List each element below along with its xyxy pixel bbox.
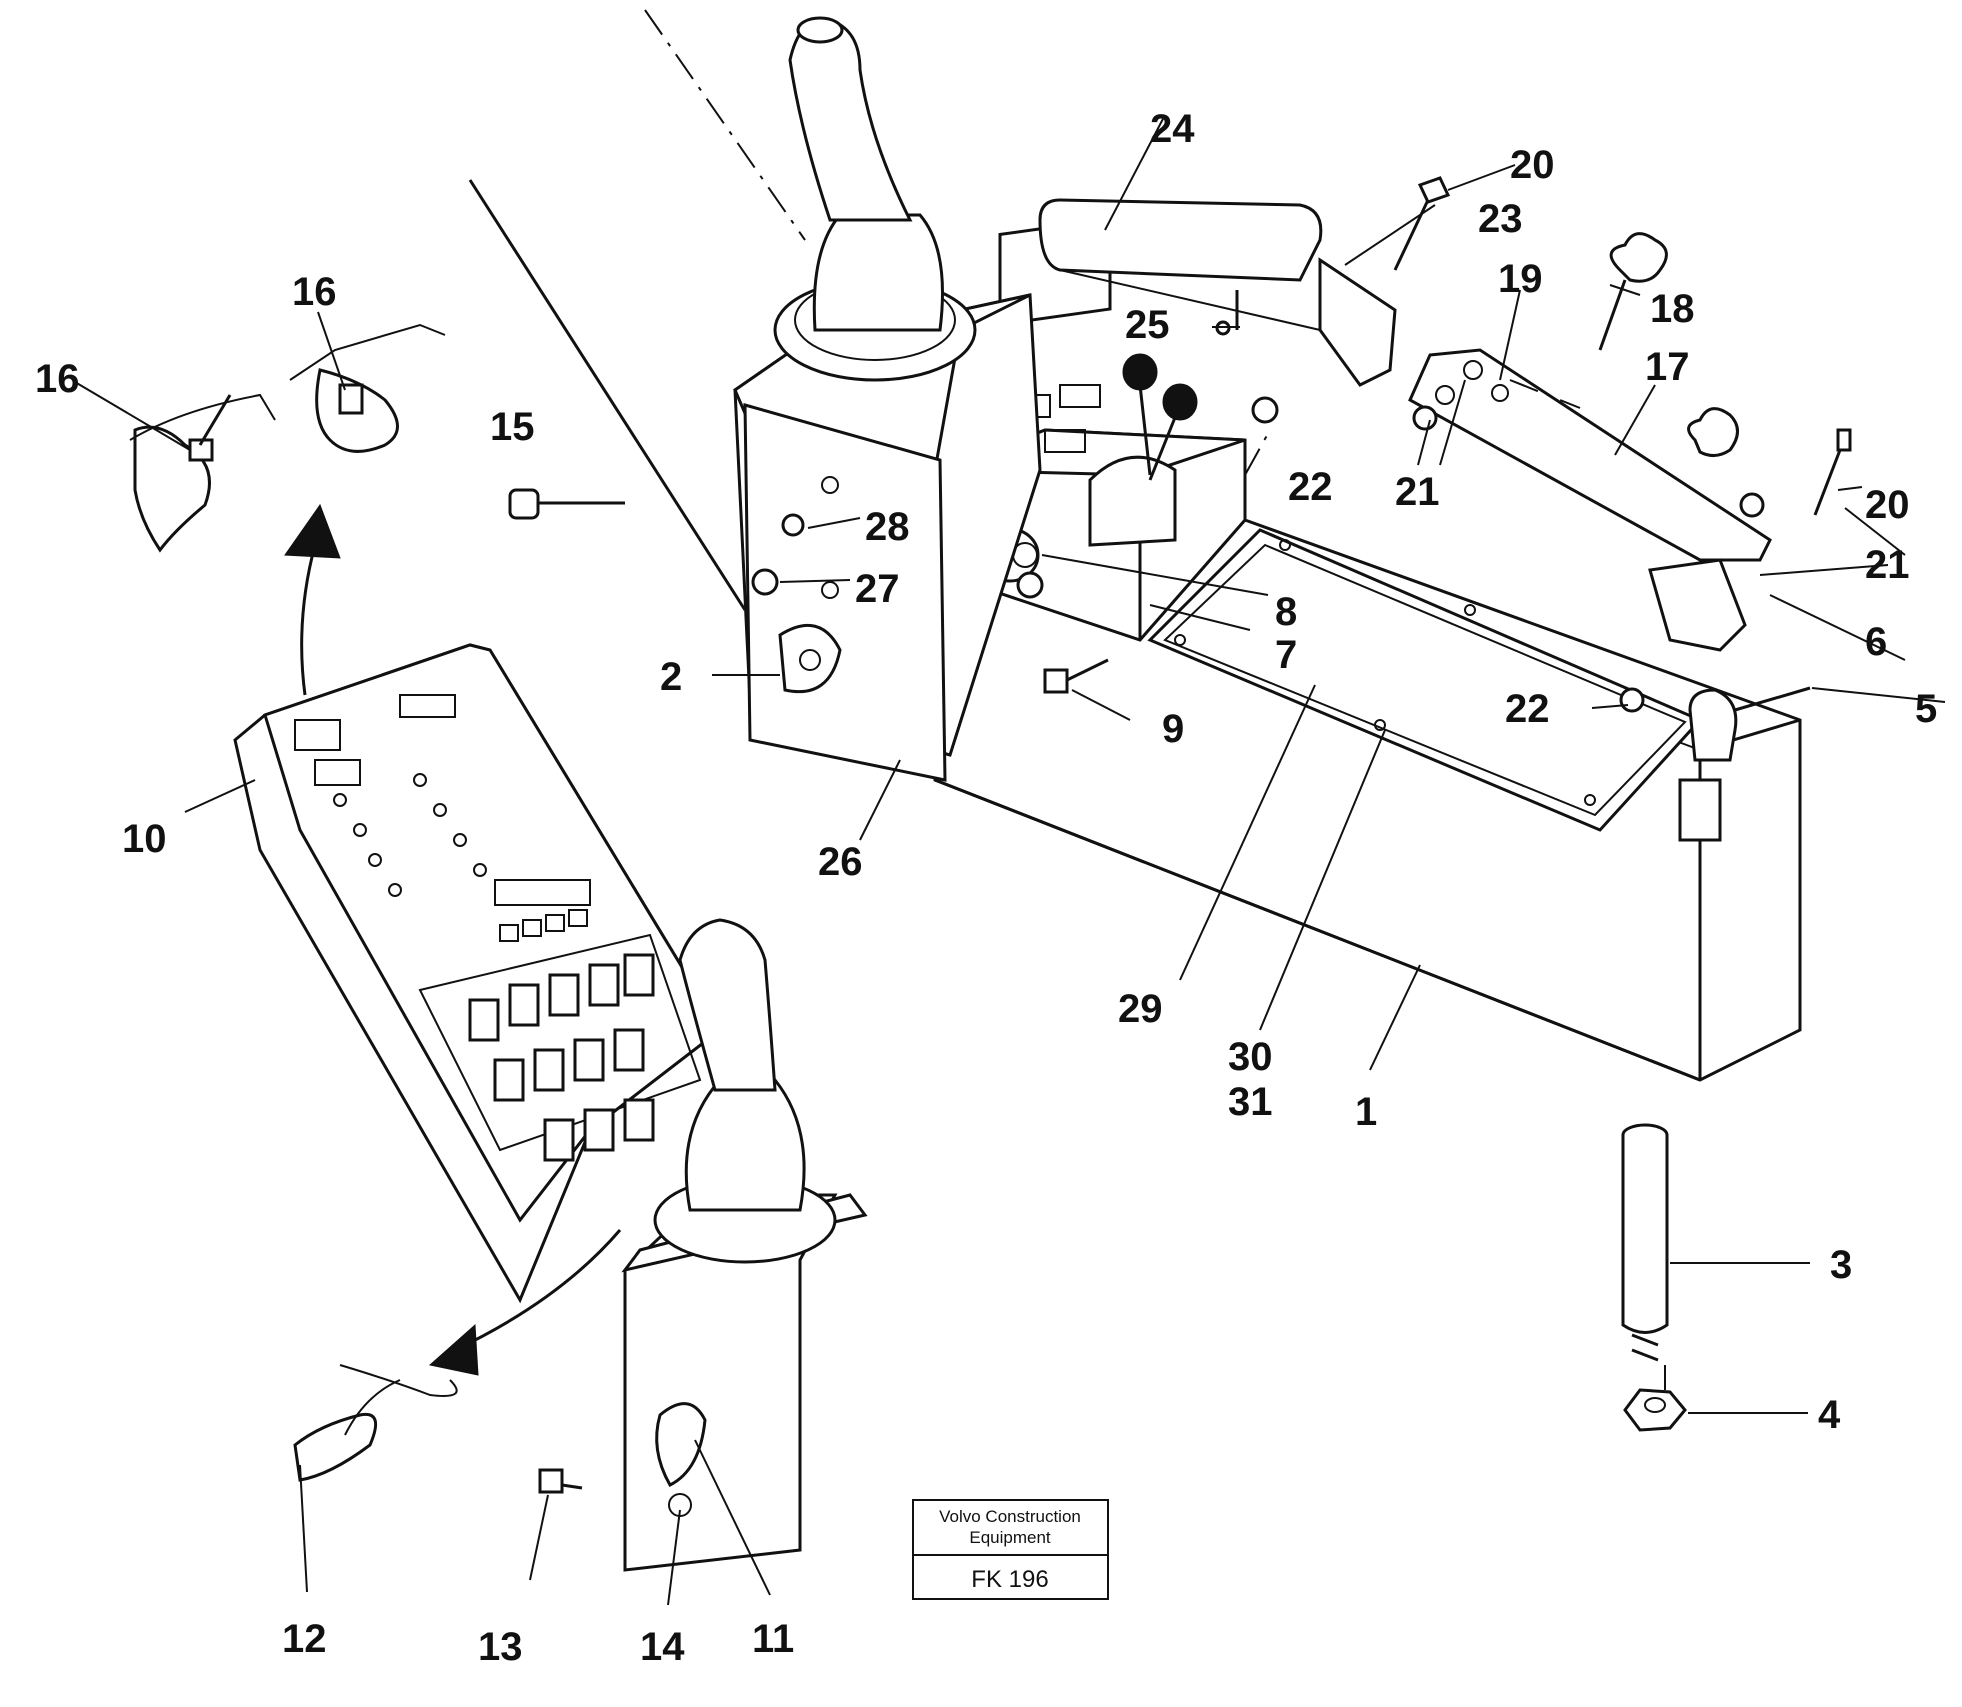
callout-13: 13 bbox=[478, 1625, 523, 1669]
guide-lines bbox=[468, 9, 1666, 1390]
rail-bar bbox=[1408, 232, 1811, 842]
callout-23: 23 bbox=[1478, 197, 1523, 241]
callout-16-right: 16 bbox=[292, 270, 337, 314]
callout-21-right: 21 bbox=[1865, 543, 1910, 587]
callout-21-top: 21 bbox=[1395, 470, 1440, 514]
callout-16-left: 16 bbox=[35, 357, 80, 401]
callout-29: 29 bbox=[1118, 987, 1163, 1031]
callout-12: 12 bbox=[282, 1617, 327, 1661]
arrow-up bbox=[284, 503, 341, 696]
arrow-down-left bbox=[428, 1229, 622, 1376]
callout-8: 8 bbox=[1275, 590, 1297, 634]
callout-7: 7 bbox=[1275, 633, 1297, 677]
callout-28: 28 bbox=[865, 505, 910, 549]
support-post bbox=[1621, 1123, 1669, 1362]
callout-5: 5 bbox=[1915, 687, 1937, 731]
stamp-company-line2: Equipment bbox=[969, 1528, 1051, 1547]
callout-25: 25 bbox=[1125, 303, 1170, 347]
title-stamp: Volvo Construction Equipment FK 196 bbox=[912, 1499, 1109, 1600]
callout-18: 18 bbox=[1650, 287, 1695, 331]
callout-31: 31 bbox=[1228, 1080, 1273, 1124]
callout-20-top: 20 bbox=[1510, 143, 1555, 187]
warning-indicators bbox=[294, 694, 591, 906]
stamp-figure-code: FK 196 bbox=[971, 1566, 1048, 1593]
clip-detail-upper bbox=[129, 323, 446, 553]
stamp-company-line1: Volvo Construction bbox=[939, 1507, 1081, 1526]
nut bbox=[1623, 1388, 1687, 1432]
callout-19: 19 bbox=[1498, 257, 1543, 301]
callout-26: 26 bbox=[818, 840, 863, 884]
callout-10: 10 bbox=[122, 817, 167, 861]
switch-bank bbox=[418, 909, 702, 1162]
callout-1: 1 bbox=[1355, 1090, 1377, 1134]
callout-20-right: 20 bbox=[1865, 483, 1910, 527]
right-joystick-housing bbox=[621, 918, 868, 1572]
callout-24: 24 bbox=[1150, 107, 1195, 151]
callout-9: 9 bbox=[1162, 707, 1184, 751]
instrument-panel bbox=[233, 643, 722, 1304]
left-joystick-housing bbox=[733, 16, 1042, 782]
callout-3: 3 bbox=[1830, 1243, 1852, 1287]
callout-17: 17 bbox=[1645, 345, 1690, 389]
callout-30: 30 bbox=[1228, 1035, 1273, 1079]
callout-22-right: 22 bbox=[1505, 687, 1550, 731]
callout-11: 11 bbox=[752, 1617, 794, 1661]
leader-lines bbox=[74, 114, 1946, 1606]
callout-labels: 24 20 23 19 18 17 25 22 21 20 21 6 5 22 … bbox=[35, 107, 1937, 1669]
control-console-body bbox=[933, 518, 1802, 1082]
callout-15: 15 bbox=[490, 405, 535, 449]
callout-14: 14 bbox=[640, 1625, 685, 1669]
callout-22-top: 22 bbox=[1288, 465, 1333, 509]
callout-6: 6 bbox=[1865, 620, 1887, 664]
callout-27: 27 bbox=[855, 567, 900, 611]
callout-4: 4 bbox=[1818, 1393, 1841, 1437]
clip-detail-lower bbox=[293, 1364, 458, 1482]
callout-2: 2 bbox=[660, 655, 682, 699]
